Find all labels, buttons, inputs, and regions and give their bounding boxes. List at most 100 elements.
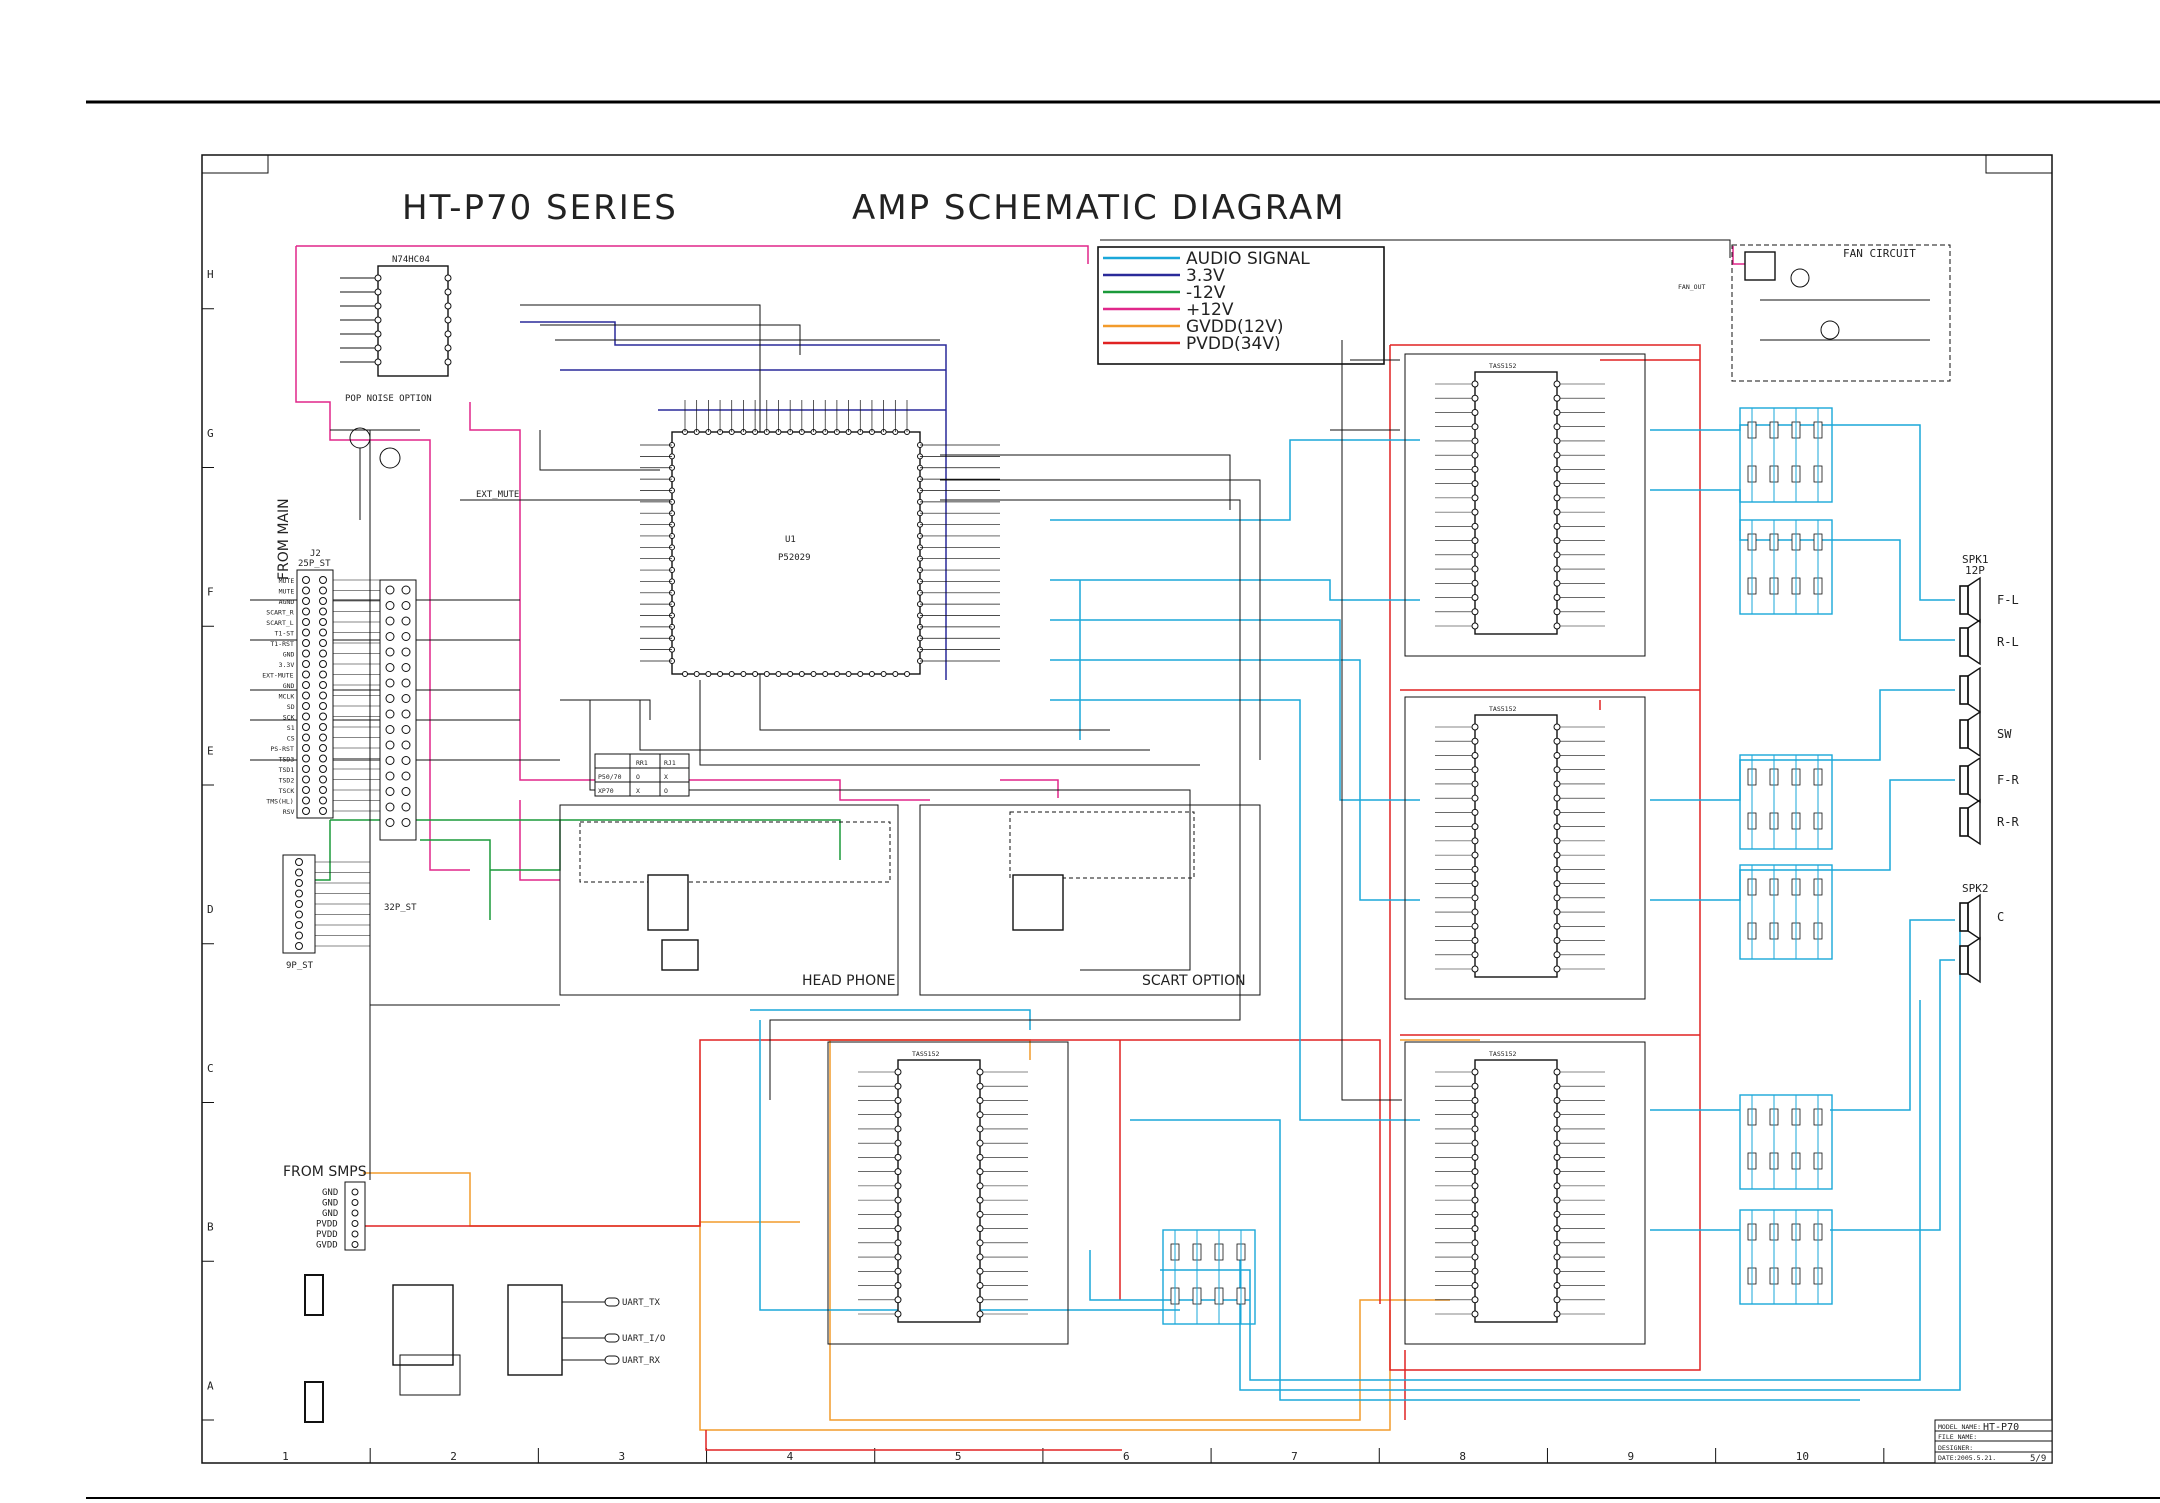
pin [822, 671, 829, 677]
pin [1471, 437, 1479, 445]
pin [351, 1230, 359, 1238]
pin [1553, 766, 1561, 774]
speaker-label: SW [1997, 727, 2012, 741]
amp-ic-body [1474, 714, 1558, 978]
headphone-label: HEAD PHONE [802, 973, 896, 989]
pin [295, 900, 303, 908]
pin [295, 858, 303, 866]
pin [401, 663, 411, 672]
spk1-label: SPK1 [1962, 553, 1989, 566]
connector-j2: J2 25P_ST FROM MAIN MUTEMUTEAGNDSCART_RS… [262, 498, 380, 819]
pin [1553, 937, 1561, 945]
speaker-label: F-R [1997, 773, 2019, 787]
pin [385, 585, 395, 595]
pin [976, 1196, 984, 1204]
pin [295, 921, 303, 929]
pin [880, 671, 887, 677]
pin [1553, 951, 1561, 959]
net-label: GND [283, 651, 295, 659]
pin [1471, 1225, 1479, 1233]
pin [295, 942, 303, 950]
pin [976, 1225, 984, 1233]
smps-net-label: GND [322, 1199, 338, 1209]
amp-ic-frame [1404, 353, 1646, 657]
pin [1553, 1125, 1561, 1133]
net-label: TSD1 [279, 766, 295, 774]
table-cell: X [636, 787, 640, 795]
pin [385, 694, 395, 703]
pin [1471, 494, 1479, 502]
pin [385, 818, 395, 827]
pin [319, 786, 327, 794]
column-label: 8 [1459, 1450, 1466, 1463]
pin [1471, 808, 1479, 816]
row-label: D [207, 903, 214, 916]
pin [385, 725, 395, 734]
pin [1471, 1082, 1479, 1090]
pin [1471, 851, 1479, 859]
smps-net-label: PVDD [316, 1230, 338, 1240]
pin [1553, 480, 1561, 488]
pin [1471, 1196, 1479, 1204]
connector-j7: 32P_ST [379, 579, 417, 913]
pin [302, 702, 310, 710]
pin [1471, 394, 1479, 402]
pin [319, 733, 327, 742]
pin [401, 585, 411, 595]
designer-label: DESIGNER: [1938, 1444, 1973, 1452]
speaker-cone [1967, 893, 1981, 941]
pin [1471, 766, 1479, 774]
pin [1471, 1182, 1479, 1190]
speaker-icon [1959, 945, 1969, 975]
amp-ic-body [897, 1059, 981, 1323]
pin [1553, 1282, 1561, 1290]
pin [1553, 780, 1561, 788]
pin [1471, 622, 1479, 630]
net-label: CS [287, 735, 295, 743]
row-label: H [207, 268, 214, 281]
uart-label: UART_I/O [622, 1334, 665, 1344]
uart-label: UART_RX [622, 1356, 661, 1366]
fan-circuit: FAN CIRCUIT FAN_OUT [1678, 244, 1951, 382]
table-header: RR1 [636, 759, 648, 767]
pin [351, 1220, 359, 1227]
fan-circuit-label: FAN CIRCUIT [1843, 247, 1916, 260]
amp-ic-part: TAS5152 [1489, 1050, 1516, 1058]
pin [374, 274, 382, 282]
pin [976, 1168, 984, 1176]
u1-processor: U1 P52029 [640, 400, 1000, 677]
pin [319, 618, 327, 626]
page-number: 5/9 [2030, 1454, 2046, 1464]
pin [1553, 551, 1561, 559]
pin [976, 1253, 984, 1261]
pin [401, 725, 411, 734]
legend-label: +12V [1186, 300, 1234, 320]
column-label: 6 [1123, 1450, 1130, 1463]
pin [319, 670, 327, 679]
pin [1471, 1168, 1479, 1176]
pin [1471, 865, 1479, 873]
pin [1471, 1210, 1479, 1218]
u1-part: P52029 [778, 553, 811, 563]
amp-ic-part: TAS5152 [912, 1050, 939, 1058]
pin [976, 1310, 984, 1318]
pin [1471, 1153, 1479, 1161]
wiring [290, 245, 1961, 1451]
net-label: SD [287, 703, 295, 711]
pin [1471, 465, 1479, 473]
pin [401, 740, 411, 750]
pin [302, 660, 310, 668]
column-label: 10 [1796, 1450, 1809, 1463]
pin [1471, 937, 1479, 945]
u1-label: U1 [785, 535, 796, 545]
pin [302, 681, 310, 689]
j2-label: J2 [310, 549, 321, 559]
legend-label: -12V [1186, 283, 1226, 303]
pin [1471, 1111, 1479, 1119]
speaker-cone [1967, 576, 1981, 624]
pin [302, 607, 310, 616]
from-smps-label: FROM SMPS [283, 1164, 367, 1180]
spk2-label: SPK2 [1962, 882, 1989, 895]
pin [894, 1296, 902, 1304]
